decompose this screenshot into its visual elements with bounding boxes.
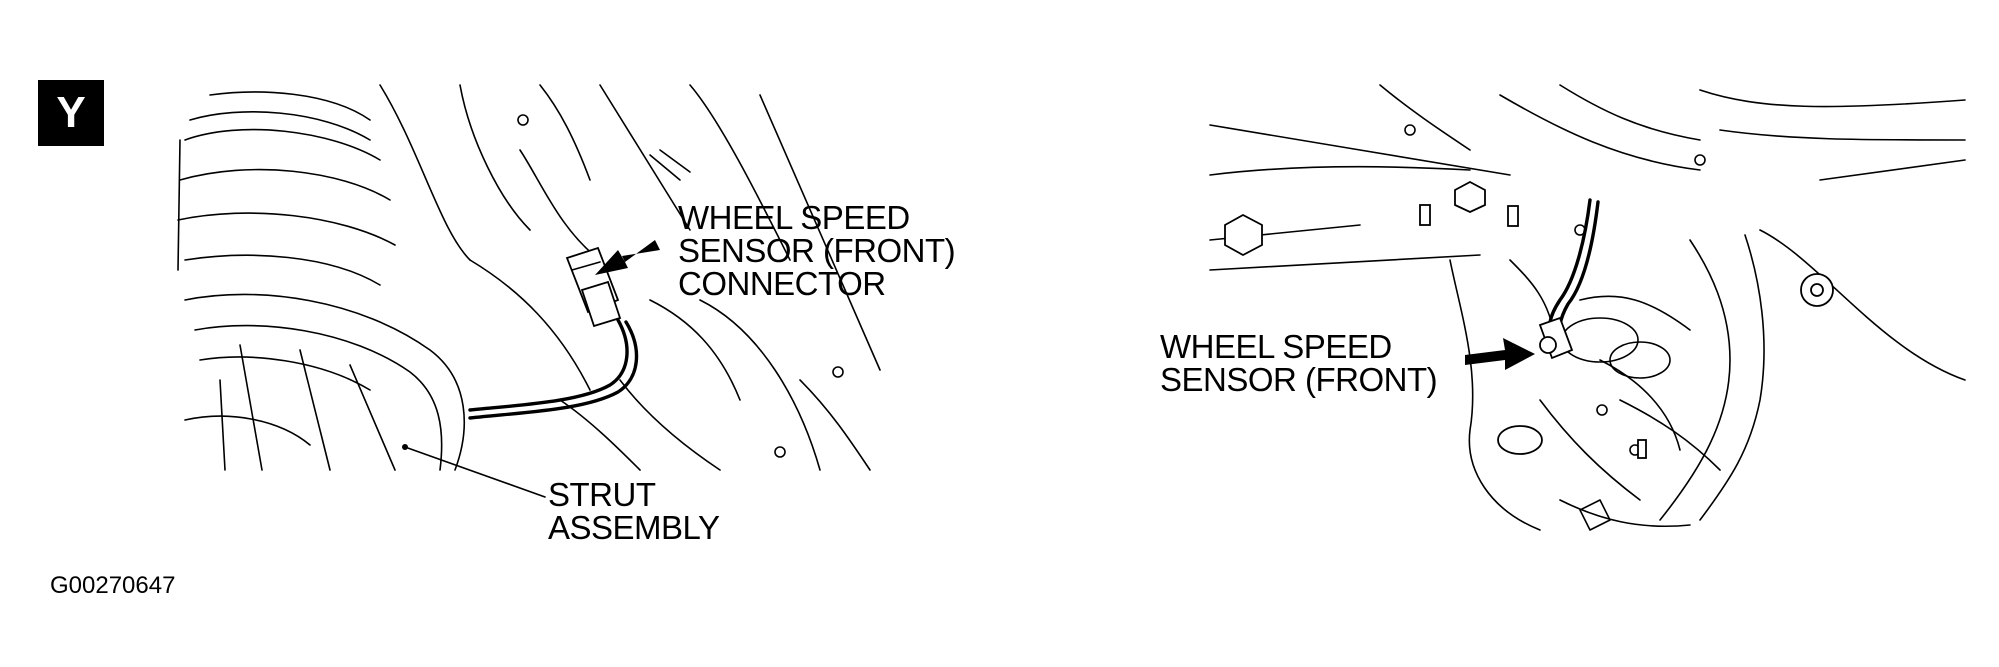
bolts — [1224, 124, 1834, 307]
connector-callout: WHEEL SPEED SENSOR (FRONT) CONNECTOR — [678, 199, 956, 302]
left-view-illustration — [177, 84, 881, 498]
sensor-callout-line-2: SENSOR (FRONT) — [1160, 361, 1438, 398]
sensor-callout: WHEEL SPEED SENSOR (FRONT) — [1160, 328, 1438, 398]
strut-callout: STRUT ASSEMBLY — [548, 476, 720, 546]
strut-callout-line-1: STRUT — [548, 476, 656, 513]
sensor-harness — [468, 149, 691, 420]
connector-callout-line-3: CONNECTOR — [678, 265, 886, 302]
strut-leader-line — [404, 446, 546, 498]
sensor-callout-line-1: WHEEL SPEED — [1160, 328, 1392, 365]
connector-callout-line-2: SENSOR (FRONT) — [678, 232, 956, 269]
strut-callout-line-2: ASSEMBLY — [548, 509, 720, 546]
knuckle-hub — [1449, 234, 1765, 531]
strut-drum — [184, 293, 465, 471]
sensor-arrow — [1465, 338, 1535, 370]
figure-code: G00270647 — [50, 572, 176, 599]
connector-callout-line-1: WHEEL SPEED — [678, 199, 910, 236]
connector-arrow — [595, 240, 660, 275]
sensor-connector-part — [565, 246, 622, 328]
coil-spring — [177, 91, 396, 286]
wheel-speed-sensor-part — [1538, 316, 1574, 360]
right-view-illustration — [1209, 84, 1966, 531]
figure-letter-badge: Y — [38, 80, 104, 146]
